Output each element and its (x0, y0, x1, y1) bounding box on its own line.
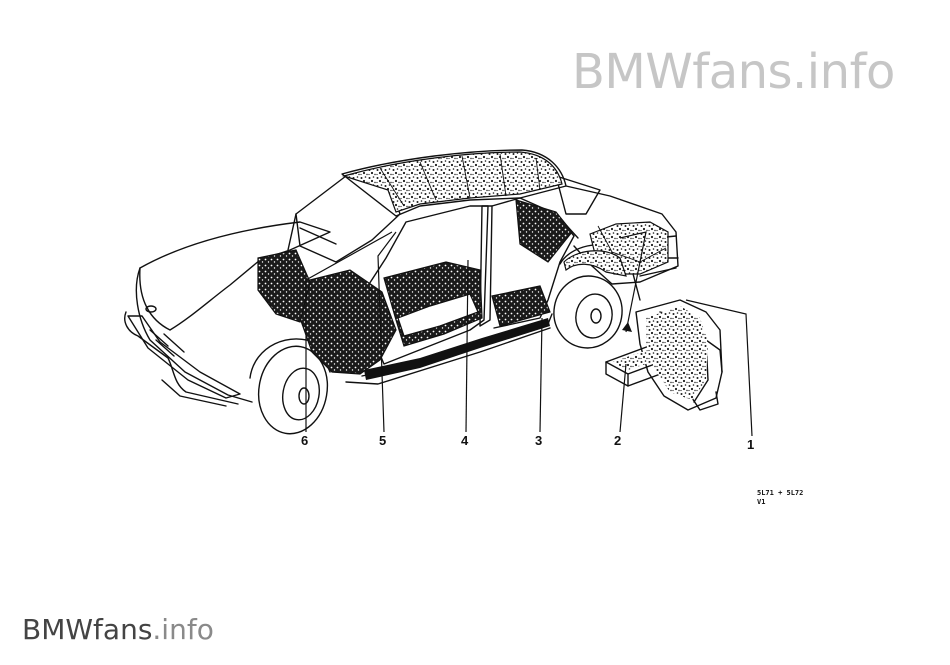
rear-hub (590, 308, 602, 324)
trunk (565, 185, 679, 285)
part-2-fill (612, 346, 676, 370)
watermark-bottom: BMWfans.info (22, 613, 214, 646)
callout-6: 6 (301, 433, 309, 448)
front-hub (298, 387, 310, 405)
watermark-bottom-brand: BMWfans (22, 613, 153, 646)
callout-2: 2 (614, 433, 622, 448)
roof-liner (341, 151, 563, 213)
leader-3 (539, 317, 543, 433)
rear-floor-mat (491, 285, 551, 327)
bumper-lower (161, 379, 227, 407)
callout-5: 5 (379, 433, 387, 448)
part-1-fill (646, 306, 708, 400)
part-1-lip (705, 339, 723, 373)
front-tire (257, 345, 329, 435)
callout-3: 3 (535, 433, 543, 448)
bulkhead-mat (257, 249, 311, 323)
hood-outline (139, 221, 331, 331)
drawing-code: 5L71 + 5L72 V1 (757, 489, 803, 507)
trunk-mat-edge (597, 225, 667, 263)
front-bumper (124, 311, 239, 405)
leader-1 (685, 299, 753, 437)
front-body (135, 267, 253, 403)
rear-rim (575, 293, 613, 339)
front-rim (282, 367, 320, 421)
watermark-top: BMWfans.info (572, 44, 895, 100)
rear-shelf-mat (515, 199, 573, 263)
watermark-top-tld: .info (792, 44, 895, 100)
leader-2 (619, 363, 627, 433)
front-door-opening (359, 205, 489, 365)
callout-1: 1 (747, 437, 755, 452)
arrow-head (622, 322, 632, 332)
leader-4 (465, 259, 469, 433)
watermark-bottom-tld: .info (152, 613, 214, 646)
rocker-lower (345, 327, 551, 385)
wiper (299, 227, 337, 245)
rear-window (555, 175, 601, 215)
rear-tire (553, 275, 623, 349)
tunnel-hump (397, 293, 479, 337)
leader-5 (377, 231, 397, 433)
badge (145, 305, 157, 313)
grille (127, 315, 241, 399)
sill-strip (364, 318, 550, 380)
leader-2-arrow (619, 231, 647, 333)
drawing-code-line-1: 5L71 + 5L72 (757, 489, 804, 497)
rear-wheelhouse-mat (563, 250, 627, 277)
drawing-code-line-2: V1 (757, 498, 766, 506)
callout-4: 4 (461, 433, 469, 448)
grille-detail (149, 329, 185, 357)
leader-6 (305, 231, 393, 432)
watermark-top-brand: BMWfans (572, 44, 793, 100)
a-pillar (287, 213, 297, 251)
roof-seams (379, 153, 541, 207)
